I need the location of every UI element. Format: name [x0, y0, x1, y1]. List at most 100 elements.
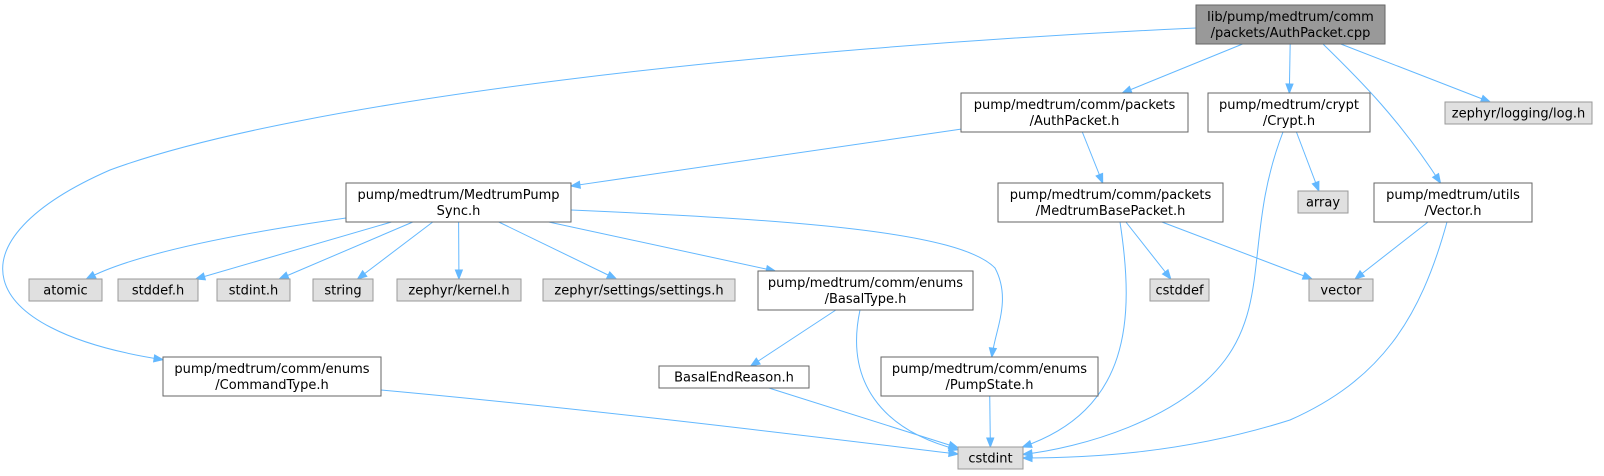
node-label: zephyr/kernel.h: [408, 284, 509, 299]
node-label: /AuthPacket.h: [1030, 114, 1120, 129]
edge-pumpsync-h-to-string: [356, 221, 434, 280]
edge-arrowhead: [1285, 83, 1294, 95]
edge-arrowhead: [1353, 269, 1366, 280]
node-box: [997, 182, 1224, 223]
node-stddef-h[interactable]: stddef.h: [117, 278, 199, 302]
edge-line: [570, 209, 1003, 358]
node-kernel-h[interactable]: zephyr/kernel.h: [396, 278, 522, 302]
node-box: [757, 270, 974, 311]
edge-line: [1125, 221, 1172, 280]
node-label: vector: [1320, 284, 1362, 299]
edge-line: [1354, 221, 1429, 280]
edge-arrowhead: [1095, 172, 1104, 185]
edge-arrowhead: [1021, 453, 1033, 463]
node-label: array: [1306, 196, 1340, 211]
edge-line: [856, 309, 959, 451]
edge-basepacket-h-to-cstddef: [1125, 221, 1172, 281]
edge-arrowhead: [1431, 172, 1442, 185]
node-cstddef[interactable]: cstddef: [1149, 278, 1210, 302]
node-label: pump/medtrum/comm/enums: [768, 276, 963, 291]
node-authpacket-h[interactable]: pump/medtrum/comm/packets/AuthPacket.h: [960, 92, 1189, 133]
node-log-h[interactable]: zephyr/logging/log.h: [1444, 101, 1593, 125]
node-box: [1373, 182, 1533, 223]
edge-line: [570, 128, 962, 187]
edge-pumpstate-h-to-cstdint: [986, 395, 995, 449]
edge-line: [1022, 131, 1284, 455]
node-box: [216, 278, 291, 302]
node-box: [162, 356, 382, 397]
node-layer: lib/pump/medtrum/comm/packets/AuthPacket…: [28, 4, 1593, 470]
edge-pumpsync-h-to-basaltype-h: [548, 221, 777, 274]
edge-pumpsync-h-to-stdint-h: [278, 221, 414, 280]
edge-arrowhead: [1301, 271, 1314, 280]
node-atomic[interactable]: atomic: [28, 278, 103, 302]
edge-commandtype-h-to-cstdint: [380, 389, 960, 458]
edge-line: [279, 221, 414, 280]
edge-layer: [2, 27, 1492, 463]
node-label: pump/medtrum/comm/enums: [892, 362, 1087, 377]
edge-line: [498, 221, 617, 280]
edge-arrowhead: [986, 437, 995, 449]
node-box: [1149, 278, 1210, 302]
edge-line: [1340, 43, 1491, 103]
edge-line: [1022, 221, 1448, 459]
edge-pumpsync-h-to-pumpstate-h: [570, 209, 1003, 359]
edge-arrowhead: [152, 354, 165, 363]
node-pumpstate-h[interactable]: pump/medtrum/comm/enums/PumpState.h: [880, 356, 1099, 397]
node-label: BasalEndReason.h: [674, 371, 794, 386]
node-vector-h[interactable]: pump/medtrum/utils/Vector.h: [1373, 182, 1533, 223]
node-label: stddef.h: [132, 284, 184, 299]
node-label: /Crypt.h: [1263, 114, 1315, 129]
node-basalendreason-h[interactable]: BasalEndReason.h: [658, 365, 810, 389]
node-label: zephyr/settings/settings.h: [554, 284, 723, 299]
edge-arrowhead: [85, 270, 97, 280]
node-label: /packets/AuthPacket.cpp: [1211, 26, 1371, 41]
edge-arrowhead: [1021, 439, 1033, 448]
node-box: [28, 278, 103, 302]
edge-line: [1022, 221, 1127, 448]
node-label: /CommandType.h: [215, 378, 328, 393]
edge-line: [548, 221, 776, 272]
edge-authpacket-h-to-basepacket-h: [1081, 131, 1104, 185]
node-array[interactable]: array: [1297, 190, 1349, 214]
edge-basepacket-h-to-vector: [1161, 221, 1314, 280]
node-box: [312, 278, 374, 302]
node-vector[interactable]: vector: [1308, 278, 1374, 302]
edge-arrowhead: [1121, 85, 1133, 94]
node-commandtype-h[interactable]: pump/medtrum/comm/enums/CommandType.h: [162, 356, 382, 397]
node-box: [1444, 101, 1593, 125]
edge-arrowhead: [947, 440, 960, 449]
node-box: [960, 92, 1189, 133]
edge-authpacket-cpp-to-vector-h: [1322, 43, 1442, 185]
node-basaltype-h[interactable]: pump/medtrum/comm/enums/BasalType.h: [757, 270, 974, 311]
edge-line: [380, 389, 959, 455]
edge-arrowhead: [749, 357, 761, 367]
edge-arrowhead: [948, 448, 960, 458]
node-basepacket-h[interactable]: pump/medtrum/comm/packets/MedtrumBasePac…: [997, 182, 1224, 223]
edge-pumpsync-h-to-kernel-h: [454, 221, 464, 281]
edge-line: [750, 309, 837, 367]
node-label: Sync.h: [437, 204, 481, 219]
node-box: [880, 356, 1099, 397]
node-label: cstdint: [968, 452, 1012, 467]
edge-line: [1122, 43, 1243, 94]
edge-basalendreason-h-to-cstdint: [768, 387, 960, 449]
node-label: zephyr/logging/log.h: [1452, 107, 1585, 122]
node-stdint-h[interactable]: stdint.h: [216, 278, 291, 302]
node-label: atomic: [43, 284, 87, 299]
node-cstdint[interactable]: cstdint: [957, 446, 1024, 470]
edge-authpacket-cpp-to-authpacket-h: [1121, 43, 1243, 94]
node-settings-h[interactable]: zephyr/settings/settings.h: [542, 278, 736, 302]
node-label: pump/medtrum/comm/packets: [974, 98, 1176, 113]
node-label: /MedtrumBasePacket.h: [1036, 204, 1186, 219]
edge-arrowhead: [1311, 180, 1320, 193]
node-crypt-h[interactable]: pump/medtrum/crypt/Crypt.h: [1207, 92, 1371, 133]
edge-line: [86, 217, 347, 280]
node-authpacket-cpp[interactable]: lib/pump/medtrum/comm/packets/AuthPacket…: [1195, 4, 1386, 45]
edge-line: [2, 27, 1197, 361]
node-string[interactable]: string: [312, 278, 374, 302]
edge-line: [1322, 43, 1441, 184]
node-box: [1297, 190, 1349, 214]
